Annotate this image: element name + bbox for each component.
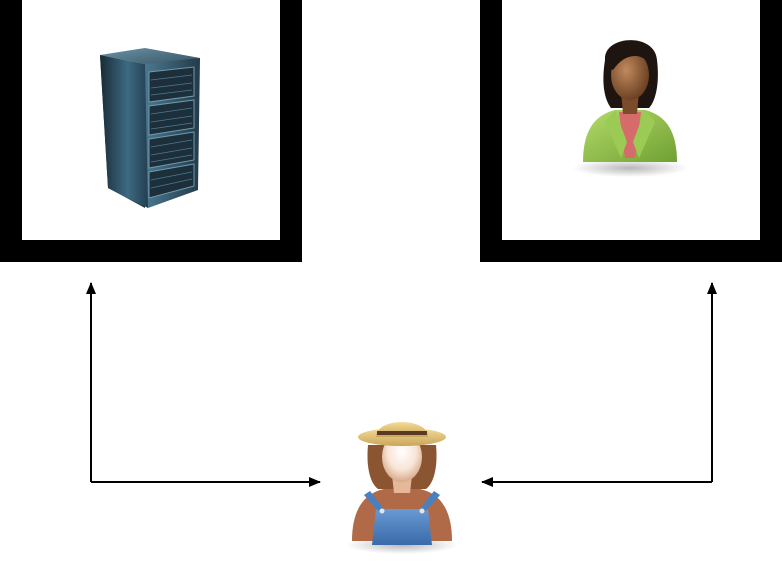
farmer-avatar-icon xyxy=(346,422,458,554)
businesswoman-avatar-icon xyxy=(572,40,688,177)
edge-farmer-server xyxy=(86,282,321,487)
server-node-frame xyxy=(0,0,302,262)
edge-farmer-business-user xyxy=(481,282,717,487)
server-rack-icon xyxy=(100,48,200,208)
